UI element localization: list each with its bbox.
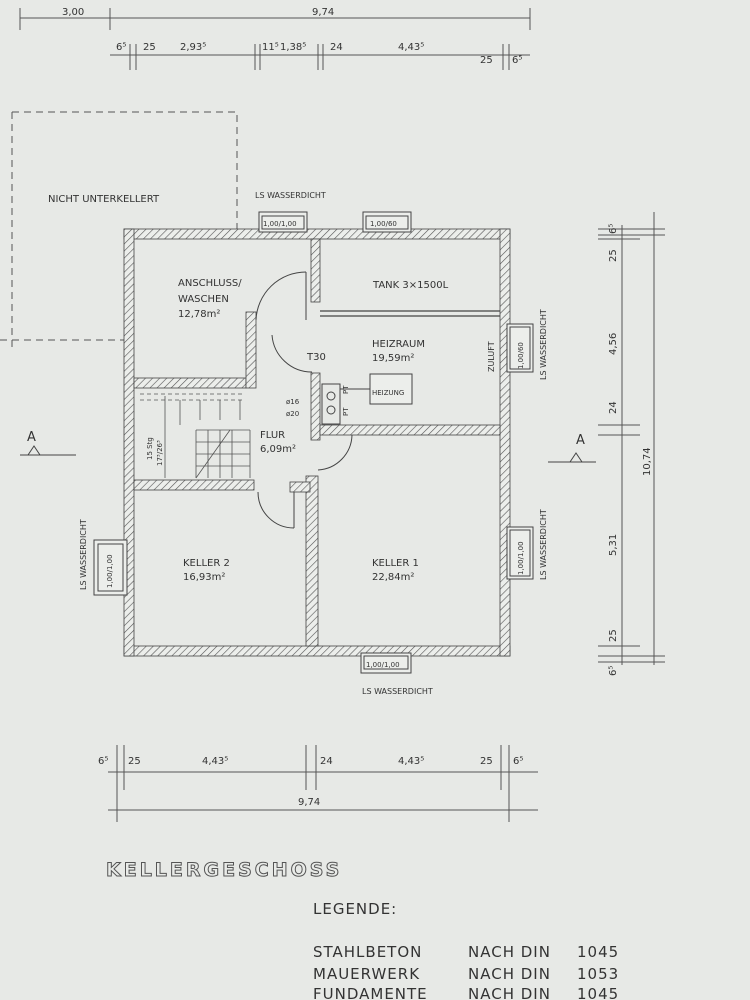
bottom-dim-seg-4: 24 [320,756,333,767]
legend-table: STAHLBETON NACH DIN 1045 MAUERWERK NACH … [313,943,619,1000]
room-tank-name: TANK 3×1500L [372,280,449,291]
bottom-dim-seg-5: 4,43⁵ [398,756,424,767]
right-dim-seg-5: 5,31 [608,534,619,556]
heater-unit [321,373,413,425]
heater-label: HEIZUNG [372,389,404,397]
room-keller2-area: 16,93m² [183,572,225,583]
top-dim-overall: 9,74 [312,7,334,18]
bottom-dim-overall: 9,74 [298,797,320,808]
staircase [140,393,251,479]
room-anschluss-name2: WASCHEN [178,294,229,305]
right-dim-seg-2: 25 [608,249,619,262]
legend-row-2-material: MAUERWERK [313,965,420,983]
walls [123,228,511,657]
note-ls-right-lower: LS WASSERDICHT [539,509,548,580]
top-dim-seg-6: 24 [330,42,343,53]
legend-row-3-norm: NACH DIN [468,985,551,1000]
window-right-lower-label: 1,00/1,00 [517,541,525,575]
top-dim-seg-4: 11⁵ [262,42,279,53]
legend-row-1-number: 1045 [577,943,619,961]
top-dim-seg-7: 4,43⁵ [398,42,424,53]
note-zuluft: ZULUFT [487,341,496,372]
right-dim-seg-1: 6⁵ [608,224,619,234]
room-keller2-name: KELLER 2 [183,558,230,569]
pt-label-2: PT [342,407,350,416]
pt-label-1: PT [342,385,350,394]
bottom-dim-seg-1: 6⁵ [98,756,108,767]
door-swings [255,271,353,529]
legend-row-2-number: 1053 [577,965,619,983]
room-keller1-area: 22,84m² [372,572,414,583]
top-dim-overall-left: 3,00 [62,7,84,18]
room-flur-name: FLUR [260,430,285,441]
section-marker-left [20,445,76,456]
section-label-left: A [27,430,36,445]
right-dim-seg-3: 4,56 [608,333,619,355]
window-left [93,539,128,596]
pipe-16-label: ø16 [286,398,300,406]
bottom-dim-seg-2: 25 [128,756,141,767]
window-top-left-label: 1,00/1,00 [263,220,297,228]
room-heizraum-area: 19,59m² [372,353,414,364]
note-ls-bottom: LS WASSERDICHT [362,687,433,696]
window-top-right [362,211,412,233]
note-ls-top: LS WASSERDICHT [255,191,326,200]
note-ls-left: LS WASSERDICHT [79,519,88,590]
note-ls-right-upper: LS WASSERDICHT [539,309,548,380]
top-dim-seg-1: 6⁵ [116,42,126,53]
stairs-rise-run: 17³/26³ [156,440,164,466]
top-dimension-chain [19,8,531,70]
window-top-right-label: 1,00/60 [370,220,397,228]
bottom-dim-seg-6: 25 [480,756,493,767]
top-dim-seg-3: 2,93⁵ [180,42,206,53]
section-label-right: A [576,433,585,448]
right-dim-overall: 10,74 [642,447,653,476]
window-bottom-label: 1,00/1,00 [366,661,400,669]
tank-partition [320,310,500,317]
legend-row-1-norm: NACH DIN [468,943,551,961]
room-anschluss-name: ANSCHLUSS/ [178,278,242,289]
room-anschluss-area: 12,78m² [178,309,220,320]
top-dim-seg-5: 1,38⁵ [280,42,306,53]
window-top-left [258,211,308,233]
window-right-upper [506,323,534,373]
right-dim-seg-6: 25 [608,629,619,642]
legend-row-1-material: STAHLBETON [313,943,422,961]
bottom-dimension-chain [108,745,538,822]
section-marker-right [548,452,596,463]
note-not-basement: NICHT UNTERKELLERT [48,194,160,205]
right-dim-seg-7: 6⁵ [608,666,619,676]
bottom-dim-seg-7: 6⁵ [513,756,523,767]
right-dimension-chain [598,212,665,665]
room-heizraum-name: HEIZRAUM [372,339,425,350]
drawing-title: KELLERGESCHOSS [106,859,342,881]
door-t30-label: T30 [306,352,326,363]
right-dim-seg-4: 24 [608,401,619,414]
window-right-upper-label: 1,00/60 [517,342,525,369]
legend-heading: LEGENDE: [313,900,397,918]
window-left-label: 1,00/1,00 [106,554,114,588]
bottom-dim-seg-3: 4,43⁵ [202,756,228,767]
legend-row-2-norm: NACH DIN [468,965,551,983]
stairs-count: 15 Stg [146,437,154,460]
room-keller1-name: KELLER 1 [372,558,419,569]
legend-row-3-material: FUNDAMENTE [313,985,428,1000]
room-flur-area: 6,09m² [260,444,296,455]
window-bottom [360,652,412,674]
window-right-lower [506,526,534,580]
legend-row-3-number: 1045 [577,985,619,1000]
top-dim-seg-8: 25 [480,55,493,66]
unexcavated-area-outline [0,111,238,350]
top-dim-seg-9: 6⁵ [512,55,522,66]
top-dim-seg-2: 25 [143,42,156,53]
pipe-20-label: ø20 [286,410,299,418]
